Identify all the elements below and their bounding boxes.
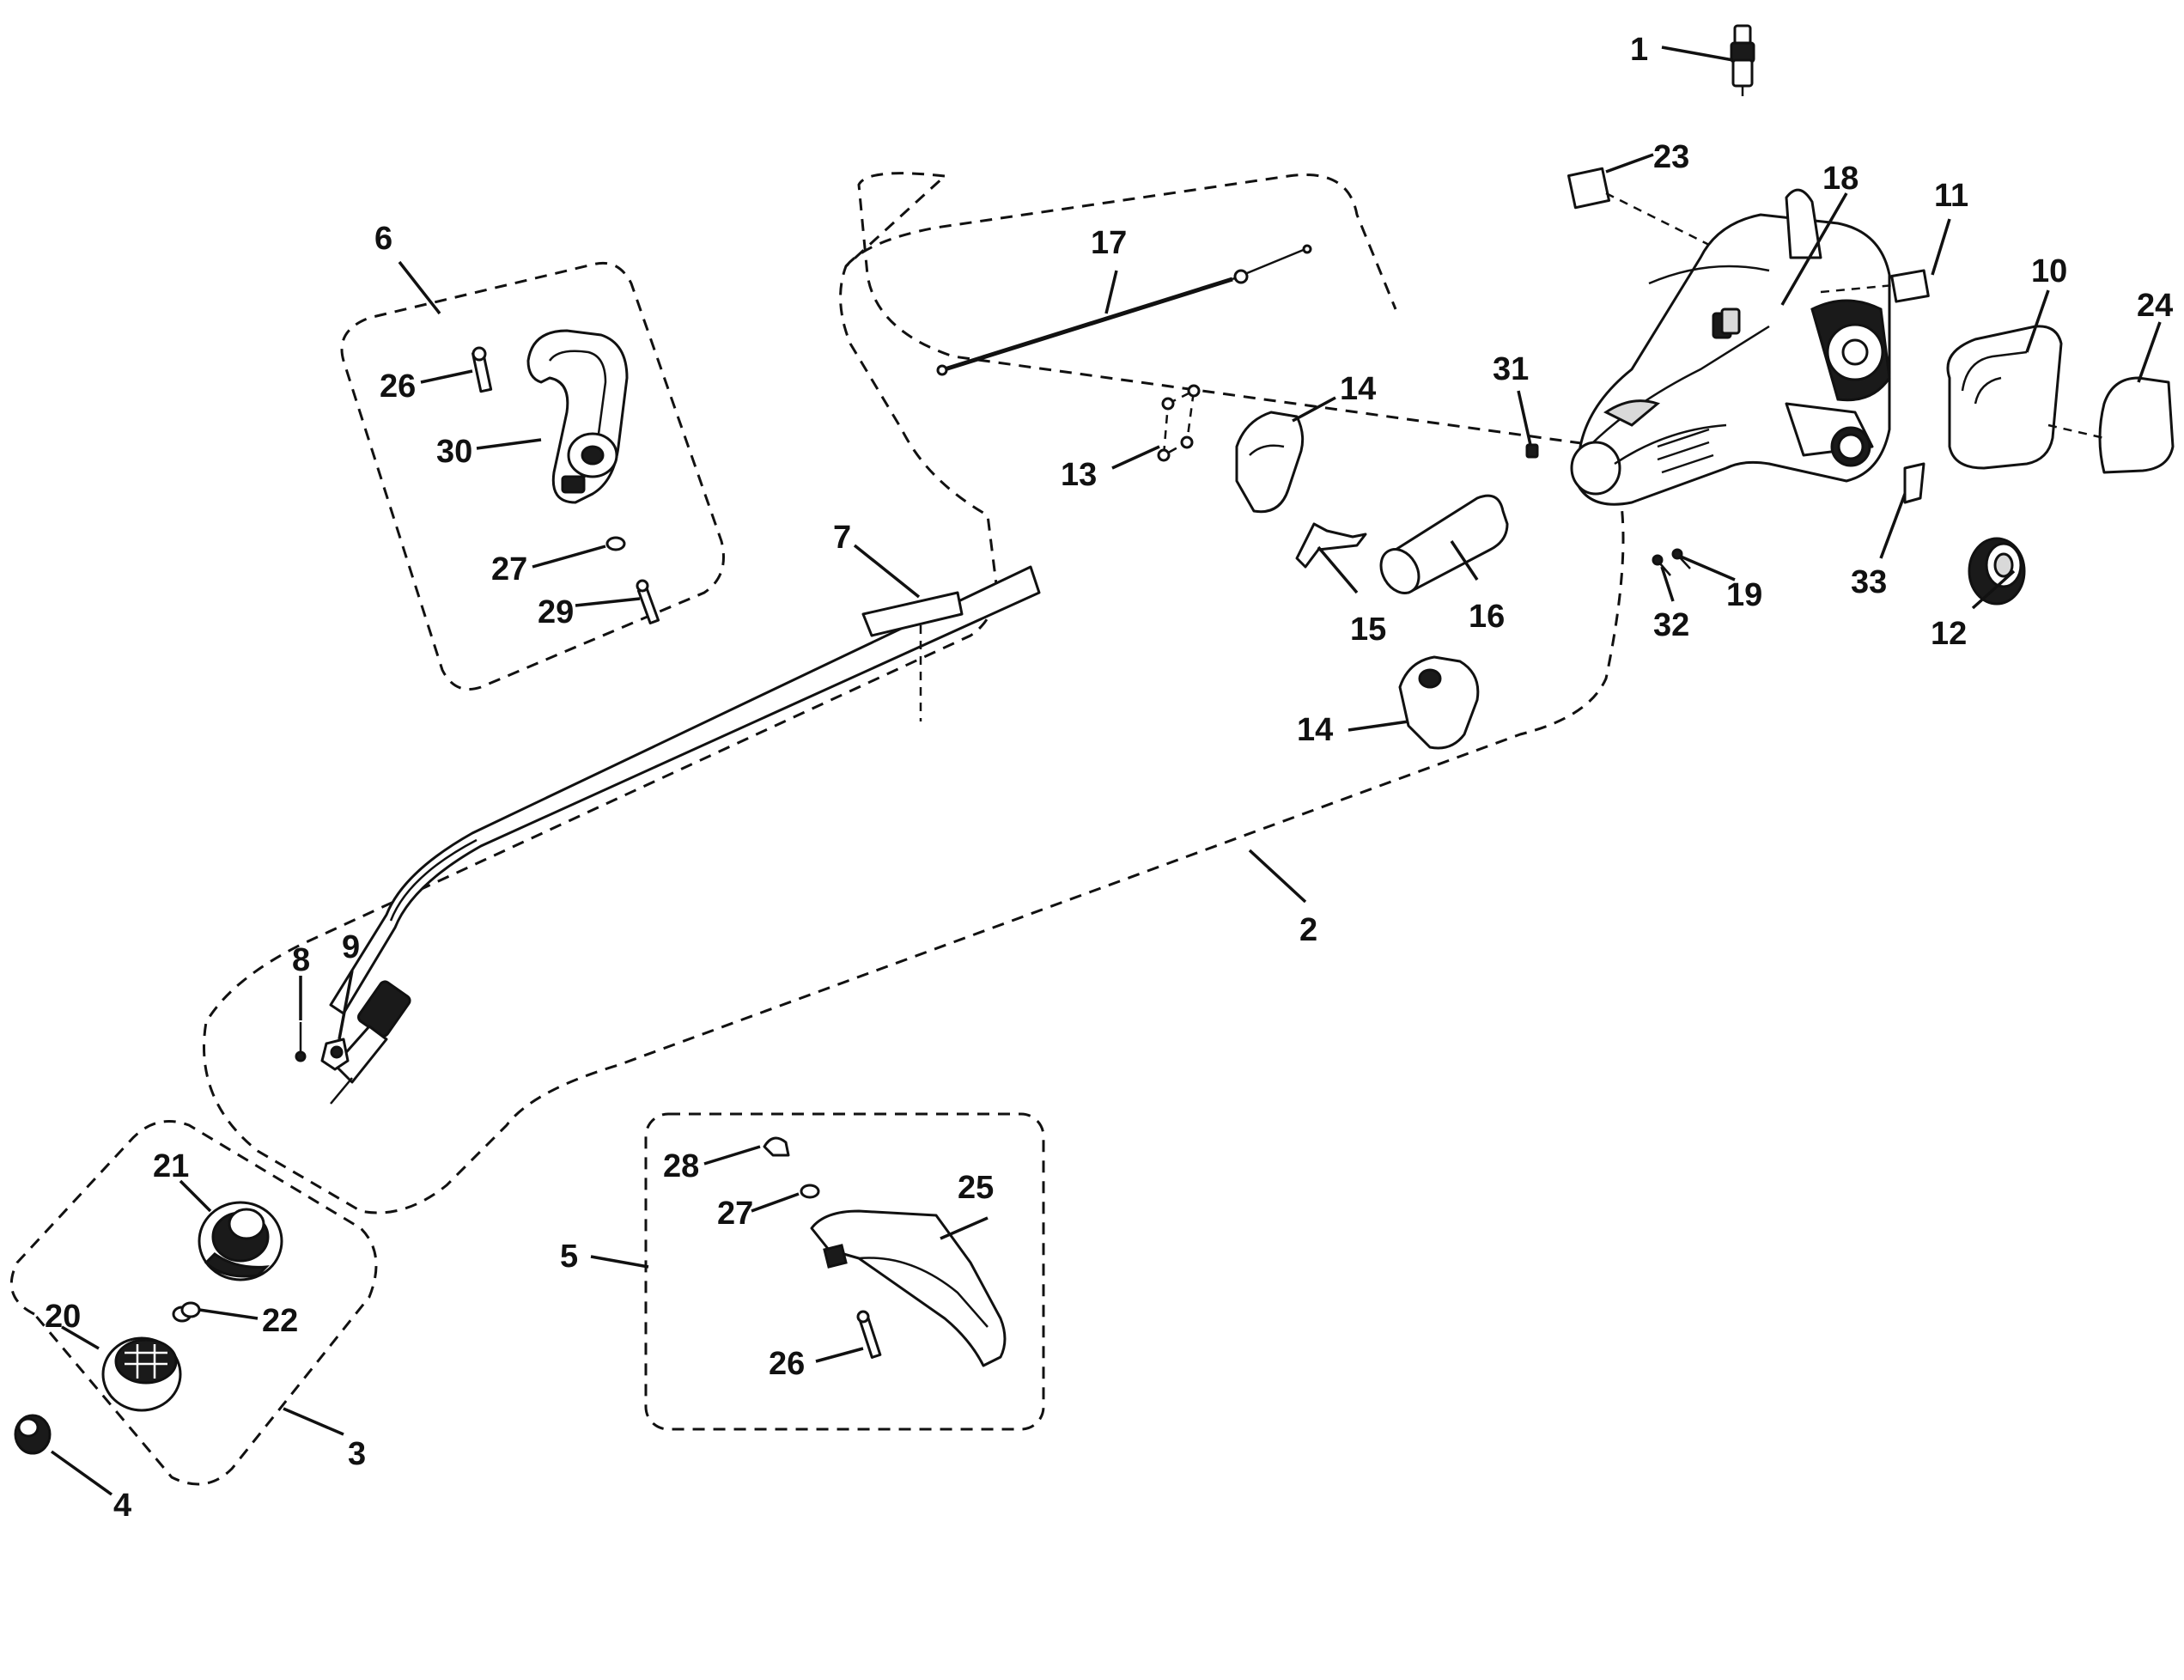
gasket-33 [1903,462,1925,504]
filter-ref-line [2047,423,2105,440]
callout-26a: 26 [380,368,416,405]
group-outline-2 [203,172,1625,1214]
callout-20: 20 [45,1299,81,1335]
callout-26b: 26 [769,1346,805,1382]
callout-31: 31 [1493,351,1529,387]
assist-handle-30 [526,329,629,504]
clip-28 [763,1136,790,1157]
callout-14a: 14 [1340,371,1376,407]
bolt-26-top [471,346,493,393]
shaft-tube [329,565,1041,1105]
callout-9: 9 [342,929,360,965]
label-18 [1720,307,1741,335]
engine-housing [1570,188,1891,506]
spool-20 [101,1336,182,1412]
callout-1: 1 [1630,32,1648,68]
handle-half-14b-hole [1418,668,1442,689]
callout-19: 19 [1726,577,1762,613]
callout-18: 18 [1822,161,1859,197]
callout-8: 8 [292,942,310,978]
washer-27-bottom [800,1184,820,1199]
label-23 [1567,167,1611,210]
callout-33: 33 [1851,564,1887,600]
callout-28: 28 [663,1148,699,1184]
callout-16: 16 [1469,599,1505,635]
callout-23: 23 [1653,139,1689,175]
grip-16 [1379,494,1509,594]
label-23-ref-line [1605,192,1710,247]
callout-7: 7 [833,520,851,556]
screw-31 [1525,443,1539,459]
label-11-ref-line [1820,283,1895,294]
fuel-cap [1968,537,2026,606]
callout-10: 10 [2031,253,2067,289]
callout-29: 29 [538,594,574,630]
trigger-15 [1295,522,1367,569]
air-filter [2098,376,2175,474]
group-outline-2-top [844,173,1397,310]
callout-12: 12 [1931,616,1967,652]
callout-30: 30 [436,434,472,470]
callout-15: 15 [1350,612,1386,648]
callout-32: 32 [1653,607,1689,643]
pin-29 [636,579,660,625]
screws-19-32 [1652,548,1691,576]
callout-24: 24 [2137,288,2173,324]
group-outline-5 [644,1112,1045,1431]
callout-27b: 27 [717,1196,753,1232]
callout-13: 13 [1061,457,1097,493]
throttle-cable [936,244,1312,376]
callout-22: 22 [262,1303,298,1339]
bump-knob-4 [14,1414,52,1455]
callout-3: 3 [348,1436,366,1472]
callout-17: 17 [1091,225,1127,261]
callout-2: 2 [1299,912,1317,948]
callout-14b: 14 [1297,712,1333,748]
label-7 [861,591,964,637]
callout-11: 11 [1934,178,1968,214]
callout-5: 5 [560,1239,578,1275]
pins-13 [1157,384,1201,462]
callout-27a: 27 [491,551,527,587]
washer-27-top [605,536,626,551]
group-outline-3 [9,1120,378,1486]
leader-lines [50,46,2162,1496]
callout-21: 21 [153,1148,189,1184]
bolt-26-bottom [856,1310,882,1359]
group-outline-6 [340,261,725,691]
spring-22 [172,1301,201,1323]
air-filter-cover [1946,325,2063,470]
label-11 [1890,269,1930,303]
spool-cover-21 [198,1201,283,1281]
spark-plug [1730,24,1755,96]
callout-25: 25 [958,1170,994,1206]
clamp-9 [320,1038,350,1071]
handle-half-14a-detail [1249,444,1285,456]
guard-25 [810,1209,1007,1367]
handle-half-14a [1235,411,1305,514]
callout-4: 4 [113,1488,131,1524]
handle-half-14b [1398,655,1480,750]
callout-6: 6 [374,221,392,257]
screw-8 [295,1022,307,1062]
callout-numbers: 1 2 3 4 5 6 7 8 9 10 11 12 13 14 15 16 1… [45,32,2173,1524]
